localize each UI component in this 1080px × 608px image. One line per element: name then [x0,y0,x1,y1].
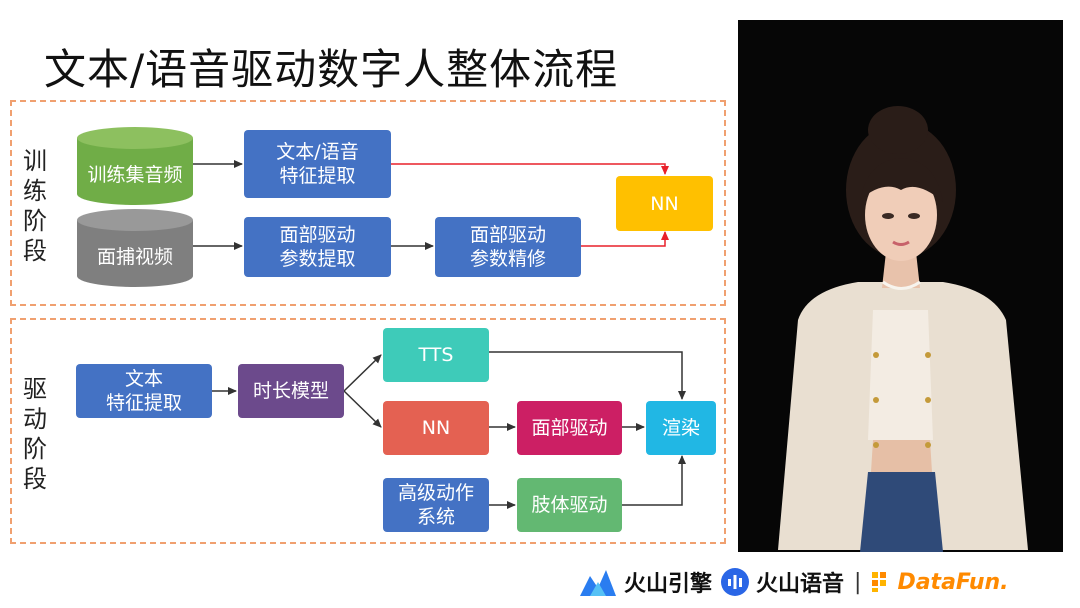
body-drive-node: 肢体驱动 [517,478,622,532]
digital-human-image [738,20,1063,552]
volcano-speech-logo-icon [721,568,750,596]
database-icon [77,209,193,287]
training-audio-label: 训练集音频 [87,164,183,186]
footer-separator: | [854,569,862,595]
face-capture-video-label: 面捕视频 [96,246,173,268]
tts-node: TTS [383,328,489,382]
database-icon [77,127,193,205]
volcano-engine-logo-icon [580,570,616,596]
face-param-refine-node: 面部驱动 参数精修 [435,217,581,277]
face-capture-video-cylinder: 面捕视频 [76,208,194,288]
training-audio-cylinder: 训练集音频 [76,126,194,206]
digital-human-figure [738,20,1063,552]
render-node: 渲染 [646,401,716,455]
text-speech-feature-extract-node: 文本/语音 特征提取 [244,130,391,198]
brand-datafun: DataFun. [897,569,1009,595]
driving-section [10,318,726,544]
face-param-extract-node: 面部驱动 参数提取 [244,217,391,277]
datafun-logo-icon [872,572,887,592]
footer-logos: 火山引擎 火山语音 | DataFun. [578,564,1078,600]
driving-nn-node: NN [383,401,489,455]
duration-model-node: 时长模型 [238,364,344,418]
brand-volcano-speech: 火山语音 [756,572,845,597]
page-title: 文本/语音驱动数字人整体流程 [44,45,619,94]
training-section [10,100,726,306]
face-drive-node: 面部驱动 [517,401,622,455]
training-nn-node: NN [616,176,713,231]
driving-section-label: 驱动阶段 [23,375,47,493]
text-feature-extract-node: 文本 特征提取 [76,364,212,418]
training-section-label: 训练阶段 [23,147,47,265]
brand-volcano-engine: 火山引擎 [624,572,713,597]
advanced-motion-system-node: 高级动作 系统 [383,478,489,532]
